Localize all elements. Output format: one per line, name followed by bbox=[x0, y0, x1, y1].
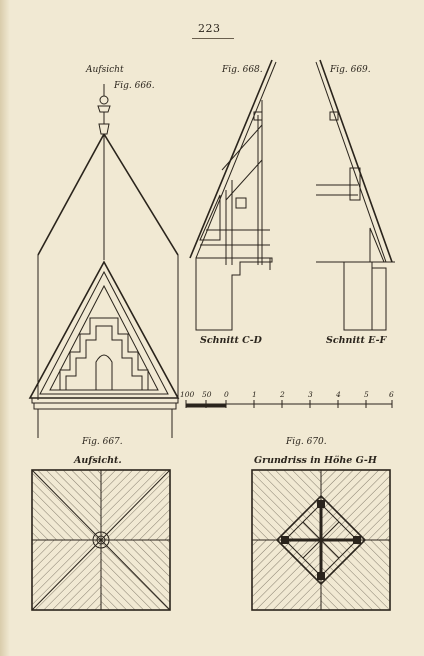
caption-aufsicht-bottom: Aufsicht. bbox=[74, 455, 122, 466]
scale-label-6: 6 bbox=[389, 390, 394, 399]
caption-grundriss: Grundriss in Höhe G-H bbox=[254, 455, 377, 466]
scale-label-0: 0 bbox=[224, 390, 229, 399]
fig-667-label: Fig. 667. bbox=[82, 437, 123, 447]
caption-aufsicht-top: Aufsicht bbox=[86, 65, 124, 75]
scale-label-1: 1 bbox=[252, 390, 257, 399]
fig-670-label: Fig. 670. bbox=[286, 437, 327, 447]
fig-669-section bbox=[315, 59, 395, 331]
caption-schnitt-ef: Schnitt E-F bbox=[326, 335, 387, 346]
fig-667-plan bbox=[31, 469, 171, 611]
scale-label-2: 2 bbox=[280, 390, 285, 399]
page-number: 223 bbox=[198, 22, 221, 35]
fig-666-elevation bbox=[28, 84, 180, 438]
fig-668-label: Fig. 668. bbox=[222, 65, 263, 75]
scale-label-5: 5 bbox=[364, 390, 369, 399]
scale-label-100: 100 bbox=[180, 390, 195, 399]
caption-schnitt-cd: Schnitt C-D bbox=[200, 335, 262, 346]
scale-label-3: 3 bbox=[308, 390, 313, 399]
scale-label-50: 50 bbox=[202, 390, 212, 399]
fig-670-plan bbox=[251, 469, 391, 611]
fig-669-label: Fig. 669. bbox=[330, 65, 371, 75]
page-number-rule bbox=[192, 38, 234, 39]
fig-668-section bbox=[189, 59, 277, 331]
scale-label-4: 4 bbox=[336, 390, 341, 399]
fig-666-label: Fig. 666. bbox=[114, 81, 155, 91]
scale-bar bbox=[185, 400, 393, 408]
